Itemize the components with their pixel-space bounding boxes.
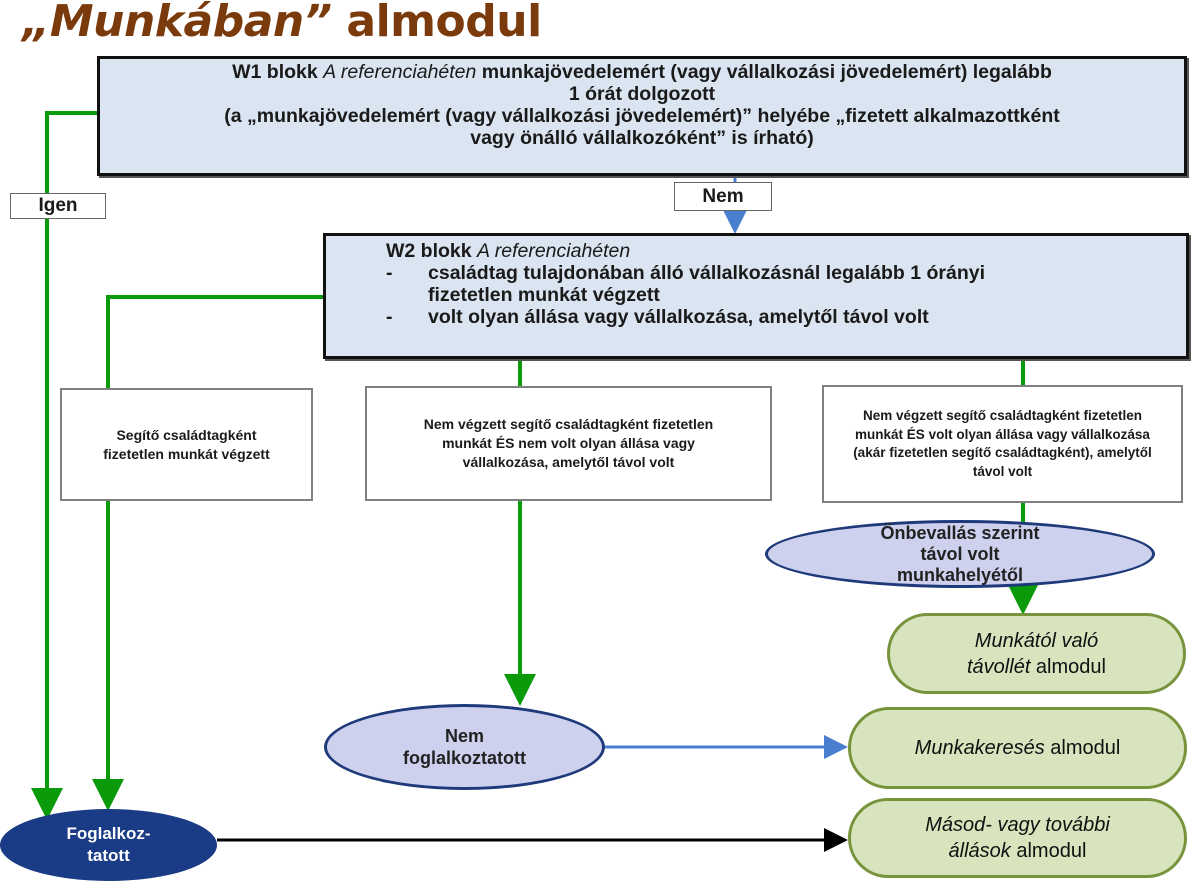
w2-item: -családtag tulajdonában álló vállalkozás… [386,262,986,306]
page-title: „Munkában” almodul [22,0,542,47]
w2-block: W2 blokk A referenciahéten -családtag tu… [323,233,1189,359]
yes-connector-w1 [31,111,97,820]
connector-w2-helper [106,295,323,388]
no-label: Nem [674,182,772,211]
not-working-box: Nem végzett segítő családtagként fizetet… [365,386,772,501]
yes-label: Igen [10,193,106,219]
w2-item: -volt olyan állása vagy vállalkozása, am… [386,306,929,328]
self-report-ellipse: Önbevallás szerint távol volt munkahelyé… [765,520,1155,588]
w1-block: W1 blokk A referenciahéten munkajövedele… [97,56,1187,176]
absent-box: Nem végzett segítő családtagként fizetet… [822,385,1183,503]
job-search-module: Munkakeresés almodul [848,707,1187,789]
employed-ellipse: Foglalkoz-tatott [0,809,217,881]
helper-box: Segítő családtagként fizetetlen munkát v… [60,388,313,501]
